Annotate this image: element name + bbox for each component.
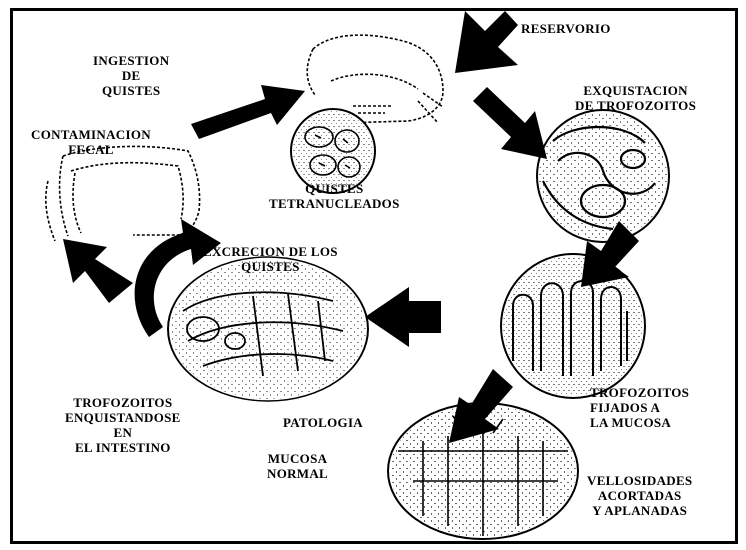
encysting-circle <box>168 257 368 401</box>
label-patologia: PATOLOGIA <box>283 415 363 430</box>
label-quistes-tetranucleados: QUISTES TETRANUCLEADOS <box>269 181 400 211</box>
label-ingestion: INGESTION DE QUISTES <box>93 53 169 98</box>
label-contaminacion: CONTAMINACION FECAL <box>31 127 151 157</box>
label-reservorio: RESERVORIO <box>521 21 611 36</box>
label-exquistacion: EXQUISTACION DE TROFOZOITOS <box>575 83 696 113</box>
label-vellosidades: VELLOSIDADES ACORTADAS Y APLANADAS <box>587 473 692 518</box>
arrow-excretion-icon <box>63 239 133 303</box>
label-mucosa-normal: MUCOSA NORMAL <box>267 451 328 481</box>
arrow-ingestion-icon <box>191 85 305 139</box>
diagram-frame: RESERVORIO INGESTION DE QUISTES EXQUISTA… <box>10 8 738 544</box>
label-trofozoitos-fijados: TROFOZOITOS FIJADOS A LA MUCOSA <box>590 385 689 430</box>
label-excrecion: EXCRECION DE LOS QUISTES <box>203 244 338 274</box>
arrow-reservorio-icon <box>455 11 518 73</box>
arrow-excystation-icon <box>473 87 547 159</box>
label-trofozoitos-enquistandose: TROFOZOITOS ENQUISTANDOSE EN EL INTESTIN… <box>65 395 181 455</box>
arrow-to-encysting-icon <box>365 287 441 347</box>
colon-sketch <box>46 146 200 241</box>
excystation-circle <box>537 110 669 242</box>
